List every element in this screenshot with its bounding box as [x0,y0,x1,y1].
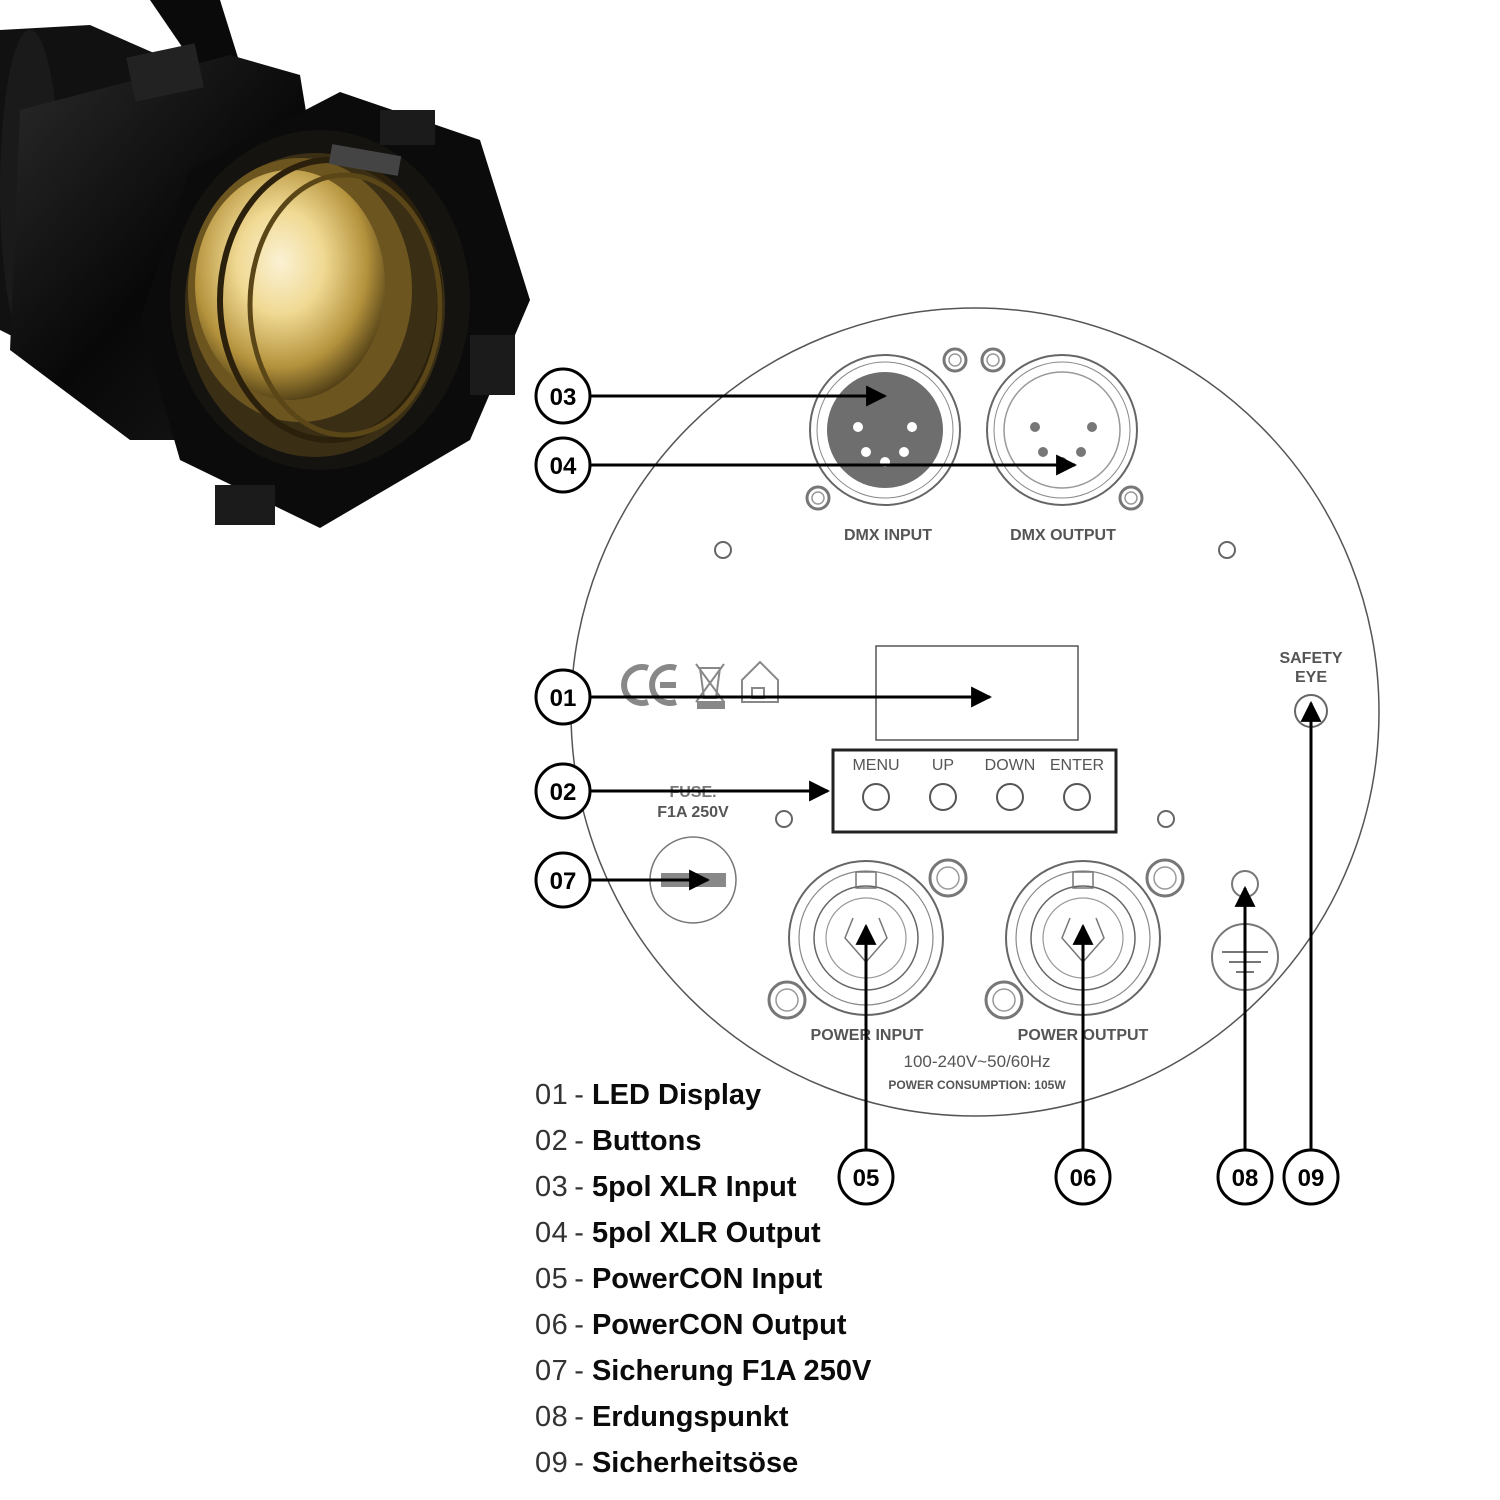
callout-05-label: 05 [853,1165,880,1192]
legend-label: Sicherung F1A 250V [591,1355,872,1387]
screw-icon [1218,541,1236,559]
callout-02: 02 [534,762,592,820]
voltage-label: 100-240V~50/60Hz [904,1052,1051,1071]
legend-item-04: 04-5pol XLR Output [535,1210,871,1256]
callout-09-label: 09 [1298,1165,1325,1192]
legend-item-06: 06-PowerCON Output [535,1302,871,1348]
enter-button-label: ENTER [1050,757,1104,774]
legend-separator: - [574,1125,584,1157]
legend-separator: - [574,1355,584,1387]
power-consumption-label: POWER CONSUMPTION: 105W [888,1078,1066,1092]
legend-separator: - [574,1263,584,1295]
menu-button-label: MENU [852,757,899,774]
legend-separator: - [574,1401,584,1433]
callout-02-label: 02 [550,779,577,806]
legend-separator: - [574,1217,584,1249]
enter-button[interactable] [1063,783,1091,811]
legend-label: Erdungspunkt [591,1401,789,1433]
legend-number: 02 [535,1125,569,1157]
legend-number: 08 [535,1401,569,1433]
up-button[interactable] [929,783,957,811]
legend-number: 06 [535,1309,569,1341]
callout-06-label: 06 [1070,1165,1097,1192]
callout-07: 07 [534,851,592,909]
callout-01-label: 01 [550,685,577,712]
legend-separator: - [574,1309,584,1341]
legend-number: 03 [535,1171,569,1203]
callout-03-label: 03 [550,384,577,411]
legend-separator: - [574,1447,584,1479]
screw-icon [1157,810,1175,828]
callout-07-label: 07 [550,868,577,895]
weee-bin-icon [695,663,725,709]
menu-button[interactable] [862,783,890,811]
legend-number: 05 [535,1263,569,1295]
callout-arrows [591,385,1322,1150]
legend-label: PowerCON Input [591,1263,823,1295]
dmx-input-label: DMX INPUT [844,527,932,544]
rear-panel: DMX INPUT DMX OUTPUT MENU UP DOWN ENTER [570,307,1380,1117]
callout-04-label: 04 [550,453,577,480]
dmx-output-label: DMX OUTPUT [1010,527,1116,544]
legend-item-05: 05-PowerCON Input [535,1256,871,1302]
legend-number: 07 [535,1355,569,1387]
up-button-label: UP [932,757,954,774]
legend-number: 09 [535,1447,569,1479]
safety-eye-label-line1: SAFETY [1279,650,1342,667]
legend-label: LED Display [591,1079,762,1111]
callout-08: 08 [1216,1148,1274,1206]
callout-08-label: 08 [1232,1165,1259,1192]
callout-markers: 03 04 01 02 07 05 06 08 09 [534,367,1340,1206]
legend-item-03: 03-5pol XLR Input [535,1164,871,1210]
dmx-input-connector [805,347,968,511]
legend-number: 01 [535,1079,569,1111]
legend-list: 01-LED Display 02-Buttons 03-5pol XLR In… [535,1072,871,1486]
legend-number: 04 [535,1217,569,1249]
legend-item-07: 07-Sicherung F1A 250V [535,1348,871,1394]
legend-label: 5pol XLR Input [591,1171,797,1203]
screw-icon [775,810,793,828]
legend-label: 5pol XLR Output [591,1217,821,1249]
legend-label: PowerCON Output [591,1309,847,1341]
led-display [875,645,1079,741]
down-button[interactable] [996,783,1024,811]
safety-eye-label-line2: EYE [1295,669,1327,686]
ce-mark-icon [621,664,677,706]
callout-06: 06 [1054,1148,1112,1206]
legend-label: Sicherheitsöse [591,1447,799,1479]
legend-item-09: 09-Sicherheitsöse [535,1440,871,1486]
callout-03: 03 [534,367,592,425]
callout-05: 05 [837,1148,895,1206]
callout-01: 01 [534,668,592,726]
dmx-output-connector [980,347,1144,511]
par-lamp-image [0,0,530,528]
legend-separator: - [574,1079,584,1111]
legend-separator: - [574,1171,584,1203]
legend-item-08: 08-Erdungspunkt [535,1394,871,1440]
callout-09: 09 [1282,1148,1340,1206]
legend-label: Buttons [591,1125,702,1157]
legend-item-01: 01-LED Display [535,1072,871,1118]
down-button-label: DOWN [985,757,1036,774]
screw-icon [714,541,732,559]
legend-item-02: 02-Buttons [535,1118,871,1164]
buttons-panel [831,748,1118,834]
panel-outline [570,307,1380,1117]
fuse-label-line2: F1A 250V [657,804,729,821]
callout-04: 04 [534,436,592,494]
